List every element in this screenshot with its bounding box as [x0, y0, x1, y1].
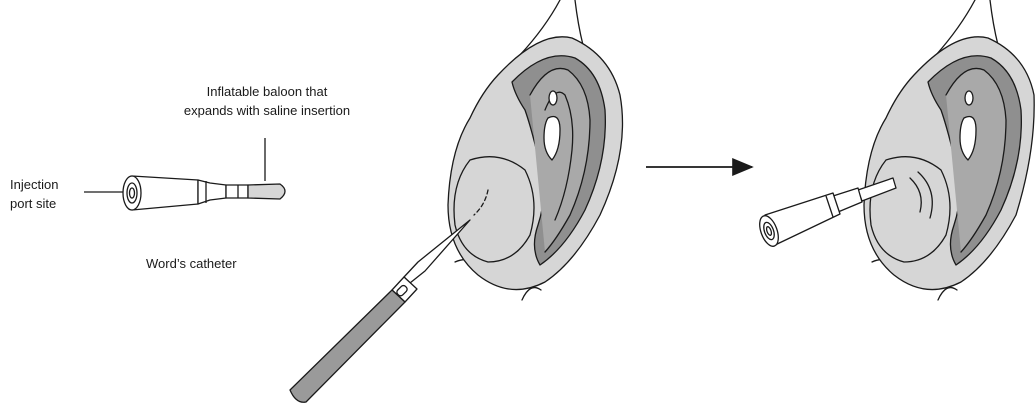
- injection-port-label: Injection port site: [10, 175, 58, 213]
- catheter-name-label: Word’s catheter: [146, 254, 237, 273]
- catheter-icon: [84, 138, 285, 210]
- vulva-catheter-inserted-illustration: [864, 0, 1034, 300]
- scalpel-icon: [290, 220, 470, 402]
- catheter-shaft: [226, 185, 248, 198]
- bartholin-cyst: [454, 157, 534, 262]
- injection-port-body: [132, 176, 198, 210]
- balloon-label: Inflatable baloon that expands with sali…: [154, 82, 380, 120]
- balloon-label-line-1: Inflatable baloon that: [154, 82, 380, 101]
- injection-port-label-line-1: Injection: [10, 175, 58, 194]
- scalpel-handle: [290, 290, 405, 402]
- vulva-incision-illustration: [448, 0, 623, 300]
- balloon-label-line-2: expands with saline insertion: [154, 101, 380, 120]
- catheter-taper: [198, 180, 226, 204]
- urethral-meatus: [549, 91, 557, 105]
- injection-port-label-line-2: port site: [10, 194, 58, 213]
- balloon-tip: [248, 184, 285, 199]
